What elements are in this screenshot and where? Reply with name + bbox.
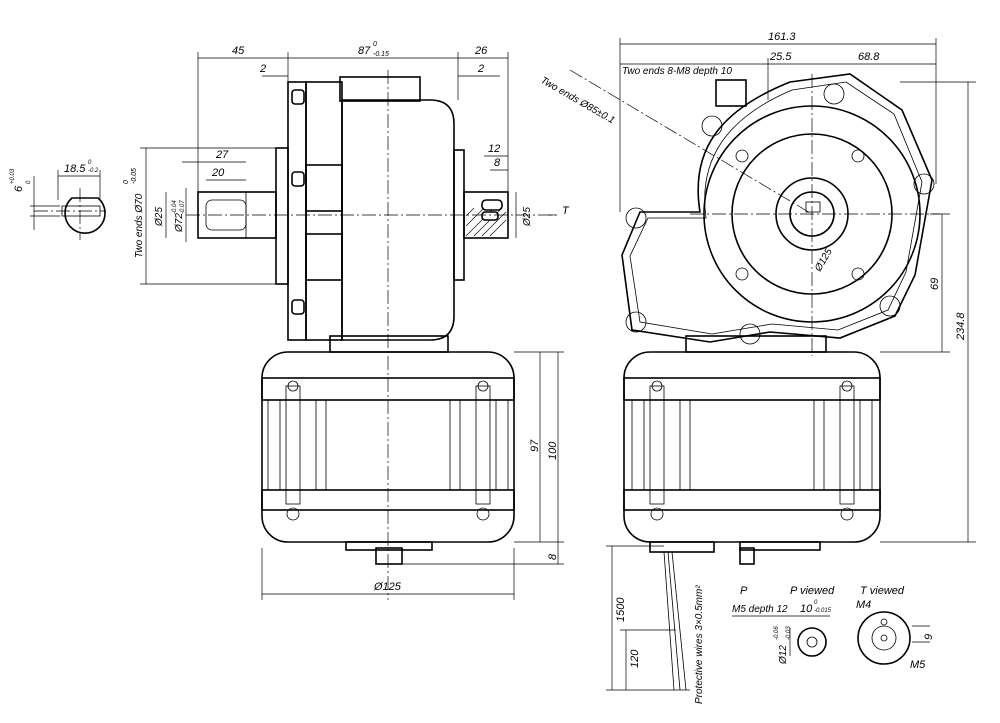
front-view-dimensions: 161.3 Two ends 8-M8 depth 10 25.5 68.8 T… (539, 31, 976, 543)
motor-side-view (261, 351, 515, 565)
dim-spigot-tol-upper: -0.04 (172, 200, 178, 214)
dim-cable-length: 1500 (615, 597, 627, 622)
dim-key-depth-tol-lower: 0 (26, 180, 32, 184)
dim-right-shaft: 26 (474, 45, 488, 57)
dim-offset-68: 68.8 (858, 51, 880, 63)
dim-threads: Two ends 8-M8 depth 10 (622, 66, 732, 77)
dim-flange-tol-upper: 0 (123, 180, 130, 184)
cable-detail: 1500 120 Protective wires 3×0.5mm² (606, 545, 705, 704)
dim-small-shaft-tol-lower: -0.03 (786, 626, 792, 640)
dim-small-shaft: Ø12 (778, 645, 789, 665)
motor-front-view (623, 351, 881, 691)
side-view-dimensions: 45 87 0 -0.15 26 2 2 27 20 12 8 Two ends… (123, 41, 570, 600)
dim-height-total: 234.8 (955, 312, 967, 341)
dim-base-height: 8 (547, 553, 559, 560)
dim-overall-width: 161.3 (768, 31, 796, 43)
dim-small-bore: 10 (800, 603, 813, 615)
dim-flange-tol-lower: -0.05 (131, 168, 138, 184)
dim-key-span: 27 (215, 149, 229, 161)
dim-key-width-tol-lower: -0.2 (88, 168, 99, 174)
dim-key-length: 20 (211, 167, 225, 179)
dim-pcd: Two ends Ø85±0.1 (539, 75, 617, 126)
dim-right-key: 8 (494, 157, 501, 169)
t-viewed-label: T viewed (860, 585, 905, 597)
dim-gap-right: 2 (477, 63, 484, 75)
dim-cable-end: 120 (629, 649, 641, 668)
p-arrow-label: P (740, 585, 748, 597)
dim-small-bore-tol-lower: -0.015 (814, 608, 832, 614)
dim-m5-depth: M5 depth 12 (732, 604, 788, 615)
dim-flange-dia: Two ends Ø70 (134, 193, 145, 258)
dim-m5: M5 (910, 659, 926, 671)
dim-right-shaft-dia: Ø25 (522, 207, 533, 227)
dim-right-bore: 12 (488, 143, 500, 155)
gearbox-side-view (186, 70, 560, 600)
dim-offset-25: 25.5 (769, 51, 792, 63)
dim-front-circle: Ø125 (813, 246, 835, 274)
dim-height-69: 69 (929, 278, 941, 290)
dim-gap-left: 2 (259, 63, 266, 75)
dim-m4: M4 (856, 599, 871, 611)
bolt-holes (625, 83, 935, 345)
dim-body-tol-lower: -0.15 (373, 51, 389, 58)
key-section-detail: 18.5 0 -0.2 6 +0.03 0 (10, 160, 106, 240)
dim-key-depth-tol-upper: +0.03 (10, 168, 16, 184)
dim-body-length: 87 (358, 45, 371, 57)
dim-body-tol-upper: 0 (373, 41, 377, 48)
dim-motor-height: 97 (529, 439, 541, 452)
dim-left-shaft: 45 (232, 45, 245, 57)
dim-key-width: 18.5 (64, 163, 86, 175)
p-view-detail: P P viewed M5 depth 12 10 0 -0.015 Ø12 -… (732, 585, 835, 665)
dim-small-bore-tol-upper: 0 (814, 600, 818, 606)
t-view-detail: T viewed M4 9 M5 (856, 585, 935, 671)
gearbox-front-view (569, 69, 940, 356)
dim-nine: 9 (923, 634, 935, 640)
dim-motor-dia-front: Ø125 (373, 581, 402, 593)
dim-spigot-tol-lower: -0.07 (180, 200, 186, 214)
p-viewed-label: P viewed (790, 585, 835, 597)
dim-small-shaft-tol-upper: -0.06 (774, 626, 780, 640)
dim-shaft-dia: Ø25 (154, 207, 165, 227)
dim-motor-height-total: 100 (547, 441, 559, 460)
protective-wires-note: Protective wires 3×0.5mm² (694, 585, 705, 704)
t-arrow-label: T (562, 205, 570, 217)
dim-key-width-tol-upper: 0 (88, 160, 92, 166)
dim-key-depth: 6 (13, 185, 25, 192)
dim-spigot-dia: Ø72 (174, 213, 185, 233)
